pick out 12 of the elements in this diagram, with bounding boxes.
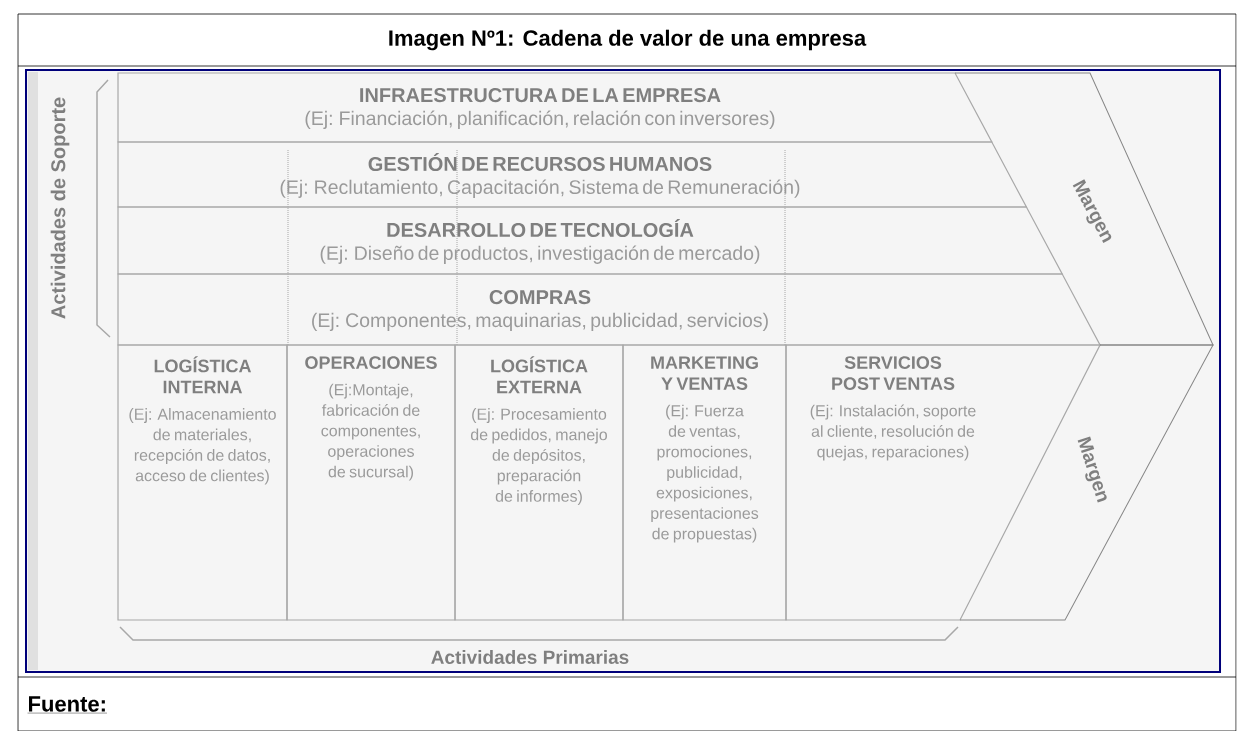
support-band: GESTIÓN DE RECURSOS HUMANOS (Ej: Reclutamiento, Capacitación, Sistema de Remuneración) <box>117 141 1028 208</box>
title: Imagen Nº1: Cadena de valor de una empresa <box>389 29 867 51</box>
support-band: COMPRAS (Ej: Componentes, maquinarias, publicidad, servicios) <box>117 273 1101 346</box>
primary-column: OPERACIONES (Ej:Montaje, fabricación de componentes, operaciones de sucursal) <box>286 344 456 621</box>
source-label: Fuente: <box>27 696 108 714</box>
side-label: Actividades de Soporte <box>50 97 70 319</box>
primary-column: MARKETING Y VENTAS (Ej: Fuerza de ventas, promociones, publicidad, exposiciones, presentaciones de propuestas) <box>622 344 787 621</box>
support-band: INFRAESTRUCTURA DE LA EMPRESA (Ej: Financiación, planificación, relación con inversores) <box>117 72 993 143</box>
primary-column: LOGÍSTICA EXTERNA (Ej: Procesamiento de pedidos, manejo de depósitos, preparación de informes) <box>454 344 624 621</box>
support-band: DESARROLLO DE TECNOLOGÍA (Ej: Diseño de productos, investigación de mercado) <box>117 206 1064 275</box>
bottom-label: Actividades Primarias <box>431 650 629 664</box>
primary-column: LOGÍSTICA INTERNA (Ej: Almacenamiento de materiales, recepción de datos, acceso de clientes) <box>117 344 288 621</box>
